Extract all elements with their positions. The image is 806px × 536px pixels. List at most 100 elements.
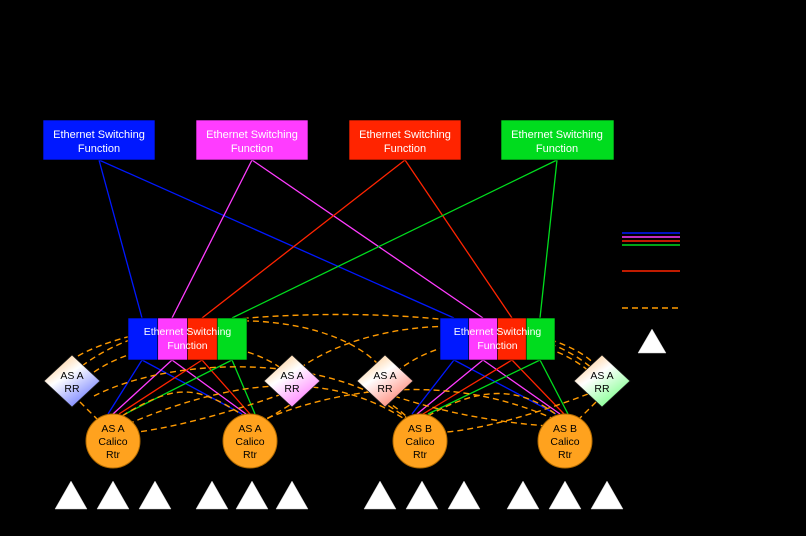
host-triangle xyxy=(363,480,397,510)
switch-label-line1: Ethernet Switching xyxy=(144,326,232,338)
host-triangle xyxy=(138,480,172,510)
router-label-line2: Calico xyxy=(405,436,434,448)
host-triangle xyxy=(405,480,439,510)
vlan-link-line xyxy=(251,159,484,319)
rr-label-line2: RR xyxy=(284,383,300,395)
vlan-link-line xyxy=(539,359,569,415)
host-triangle xyxy=(54,480,88,510)
rr-label-line1: AS A xyxy=(373,370,396,382)
vlan-link-line xyxy=(201,359,251,415)
vlan-link-line xyxy=(107,359,143,415)
vlan-link-line xyxy=(416,359,484,415)
switch-segment-blue xyxy=(127,317,159,361)
route-reflector-1: AS A RR xyxy=(43,354,101,408)
rr-session-line xyxy=(93,366,411,421)
vlan-uplinks xyxy=(98,159,558,319)
vlan-link-line xyxy=(411,359,455,415)
rr-session-line xyxy=(137,393,283,433)
switch-label-line2: Function xyxy=(384,143,426,155)
switch-label-line2: Function xyxy=(231,143,273,155)
switch-label-line2: Function xyxy=(536,143,578,155)
mid-switch-right: Ethernet Switching Function xyxy=(439,317,556,361)
router-label-line3: Rtr xyxy=(106,449,121,461)
host-triangle xyxy=(195,480,229,510)
rr-diamond xyxy=(263,354,321,408)
router-label-line1: AS A xyxy=(238,423,261,435)
switch-box xyxy=(195,119,309,161)
switch-box xyxy=(500,119,615,161)
rr-label-line2: RR xyxy=(594,383,610,395)
rr-session-line xyxy=(121,391,245,417)
router-label-line1: AS B xyxy=(553,423,577,435)
switch-label-line1: Ethernet Switching xyxy=(206,129,298,141)
calico-router-1: AS A Calico Rtr xyxy=(85,413,141,469)
switch-segment-green xyxy=(525,317,556,361)
router-circle xyxy=(392,413,448,469)
rr-label-line1: AS A xyxy=(60,370,83,382)
vlan-link-line xyxy=(427,359,541,415)
router-label-line2: Calico xyxy=(550,436,579,448)
router-circle xyxy=(537,413,593,469)
router-label-line3: Rtr xyxy=(243,449,258,461)
top-switch-red: Ethernet Switching Function xyxy=(348,119,462,161)
rr-session-line xyxy=(257,388,557,423)
rr-session-line xyxy=(127,385,413,425)
switch-label-line2: Function xyxy=(167,340,207,352)
route-reflector-2: AS A RR xyxy=(263,354,321,408)
switch-segment-blue xyxy=(439,317,470,361)
vlan-link-line xyxy=(231,159,558,319)
router-circle xyxy=(222,413,278,469)
switch-label-line1: Ethernet Switching xyxy=(359,129,451,141)
legend-host-triangle xyxy=(637,328,667,354)
top-switch-blue: Ethernet Switching Function xyxy=(42,119,156,161)
host-triangle xyxy=(235,480,269,510)
calico-router-2: AS A Calico Rtr xyxy=(222,413,278,469)
vlan-downlinks xyxy=(107,359,569,415)
switch-segment-red xyxy=(187,317,218,361)
router-circle xyxy=(85,413,141,469)
rr-session-line xyxy=(445,393,589,433)
route-reflector-3: AS A RR xyxy=(356,354,414,408)
vlan-link-line xyxy=(482,359,561,415)
rr-label-line2: RR xyxy=(377,383,393,395)
switch-label-line1: Ethernet Switching xyxy=(454,326,542,338)
calico-router-3: AS B Calico Rtr xyxy=(392,413,448,469)
rr-diamond xyxy=(43,354,101,408)
router-label-line1: AS A xyxy=(101,423,124,435)
vlan-link-line xyxy=(404,159,513,319)
vlan-link-line xyxy=(201,159,406,319)
rr-session-line xyxy=(393,395,549,427)
vlan-link-line xyxy=(539,159,558,319)
vlan-link-line xyxy=(98,159,143,319)
vlan-link-line xyxy=(171,159,253,319)
host-triangle xyxy=(506,480,540,510)
vlan-link-line xyxy=(453,359,557,415)
router-label-line1: AS B xyxy=(408,423,432,435)
mid-switch-left: Ethernet Switching Function xyxy=(127,317,248,361)
host-triangle xyxy=(275,480,309,510)
rr-diamond xyxy=(356,354,414,408)
rr-label-line1: AS A xyxy=(590,370,613,382)
host-triangle xyxy=(447,480,481,510)
router-label-line3: Rtr xyxy=(413,449,428,461)
legend xyxy=(622,232,680,354)
top-switch-magenta: Ethernet Switching Function xyxy=(195,119,309,161)
rr-label-line1: AS A xyxy=(280,370,303,382)
switch-box xyxy=(348,119,462,161)
switch-label-line1: Ethernet Switching xyxy=(511,129,603,141)
router-label-line2: Calico xyxy=(235,436,264,448)
switch-label-line2: Function xyxy=(78,143,120,155)
rr-session-line xyxy=(379,399,411,421)
switch-label-line2: Function xyxy=(477,340,517,352)
host-triangle xyxy=(590,480,624,510)
vlan-link-line xyxy=(112,359,173,415)
rr-session-line xyxy=(79,401,99,421)
calico-router-4: AS B Calico Rtr xyxy=(537,413,593,469)
vlan-link-line xyxy=(98,159,455,319)
host-triangles xyxy=(54,480,624,510)
host-triangle xyxy=(96,480,130,510)
switch-segment-red xyxy=(497,317,527,361)
switch-label-line1: Ethernet Switching xyxy=(53,129,145,141)
switch-box xyxy=(42,119,156,161)
